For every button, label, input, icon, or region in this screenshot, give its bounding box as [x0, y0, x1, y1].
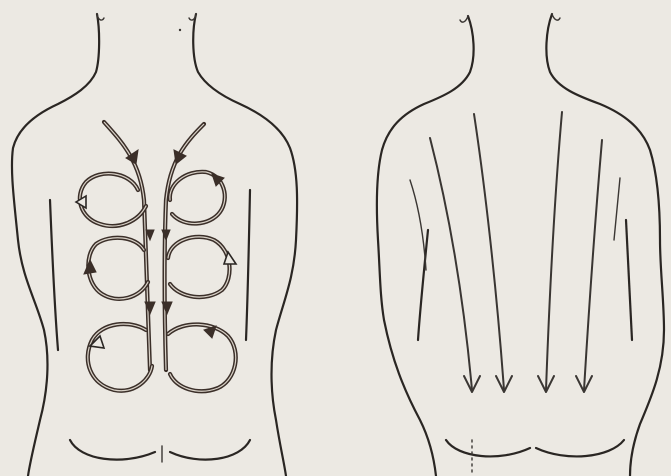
circle-arrow-lower-right — [204, 326, 216, 338]
circle-middle-right — [168, 237, 230, 297]
left-neck-outline-right — [193, 14, 297, 476]
down-stroke-2 — [474, 114, 504, 390]
right-figure-ear-left — [460, 16, 468, 22]
right-figure-ear-right — [552, 14, 560, 20]
right-figure-right-side-stroke — [614, 178, 620, 240]
right-figure-right-outline — [546, 14, 664, 476]
left-arm-line — [50, 200, 58, 350]
right-figure-left-outline — [377, 16, 474, 476]
circle-row-2 — [84, 237, 236, 299]
right-arm-line — [246, 190, 250, 340]
circle-arrow-middle-left — [84, 260, 96, 274]
circle-row-1 — [76, 172, 225, 226]
right-figure-left-side-stroke — [410, 180, 426, 270]
left-back-figure — [12, 14, 297, 476]
right-back-figure — [377, 14, 664, 476]
right-figure-right-buttock — [536, 440, 624, 456]
right-buttock-line — [170, 440, 250, 460]
right-figure-left-buttock — [446, 440, 530, 456]
down-stroke-3 — [546, 112, 562, 390]
right-figure-right-arm-line — [626, 220, 632, 340]
down-stroke-4 — [584, 140, 602, 390]
left-neck-outline — [12, 14, 99, 476]
right-figure-left-arm-line — [418, 230, 428, 340]
down-stroke-1 — [430, 138, 472, 390]
circle-row-3 — [88, 324, 236, 391]
left-buttock-line — [70, 440, 155, 460]
scan-speck — [179, 29, 181, 31]
downward-strokes — [410, 112, 620, 392]
